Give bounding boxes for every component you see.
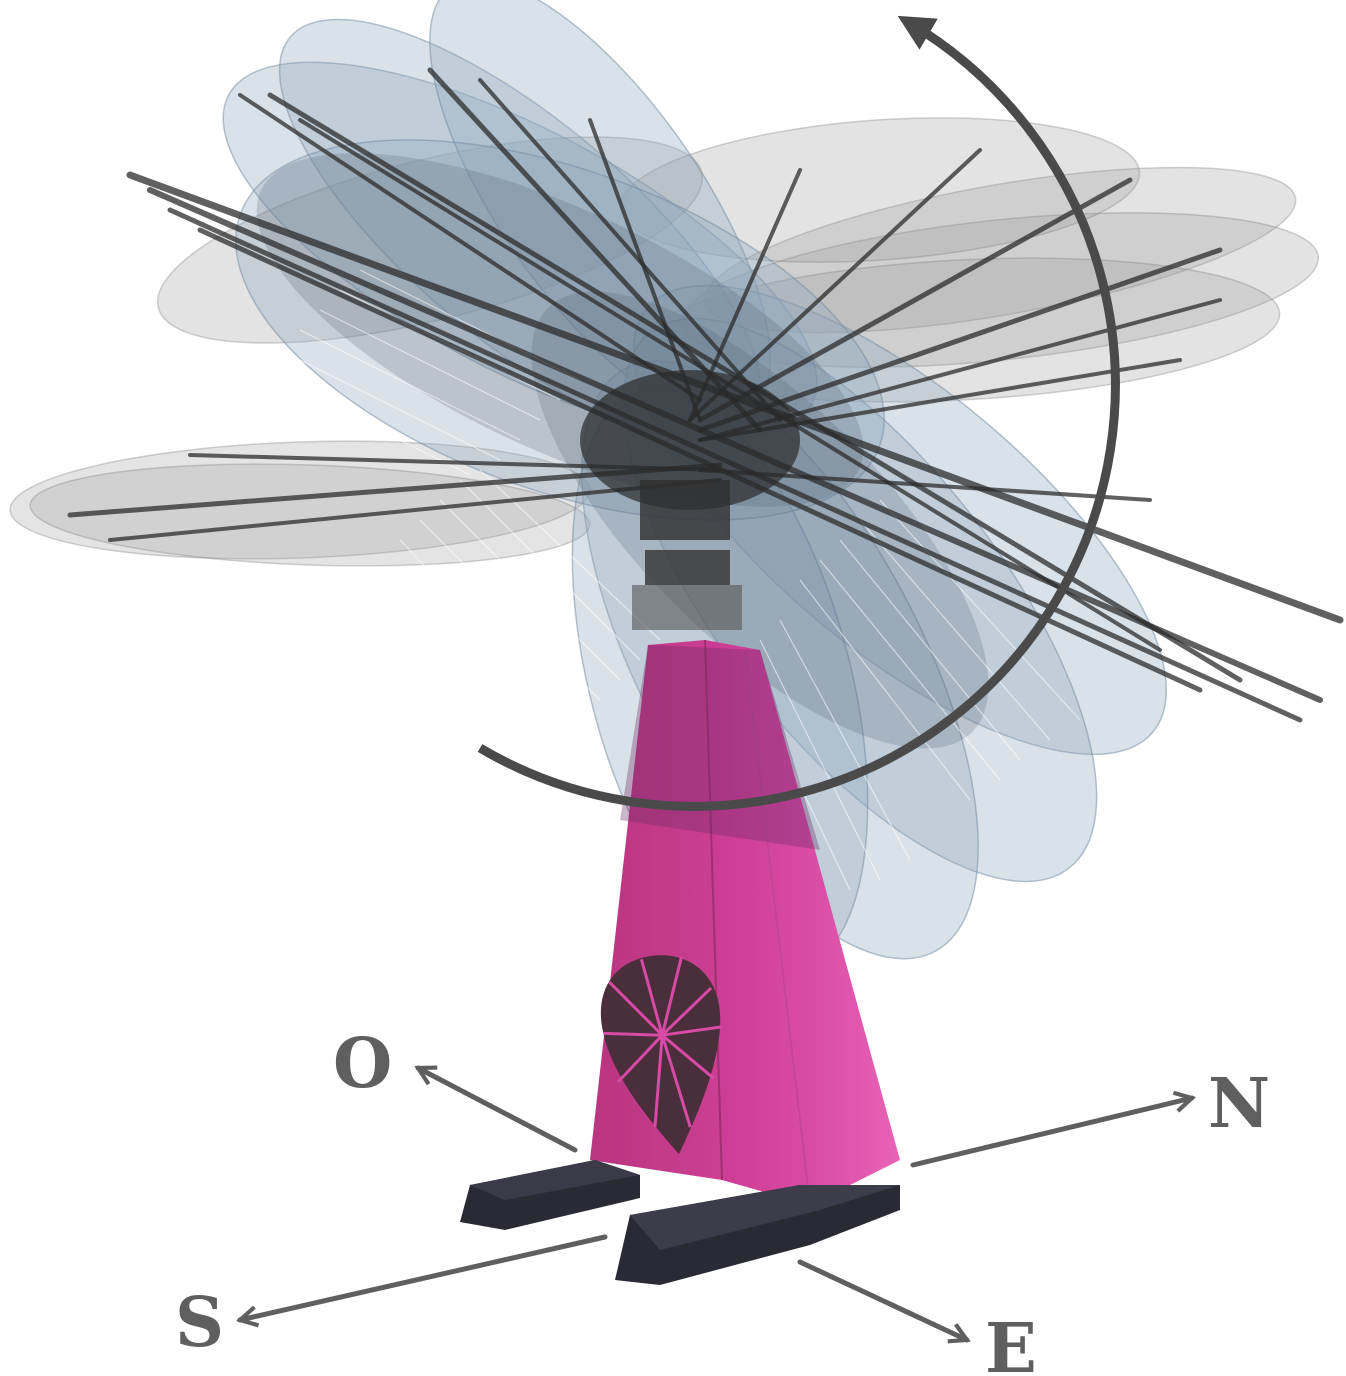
west-arrow [418,1068,575,1150]
west-label: O [333,1024,392,1104]
east-arrow [800,1262,967,1340]
north-label: N [1208,1064,1270,1144]
east-label: E [985,1309,1037,1376]
north-arrow [913,1098,1192,1165]
south-label: S [175,1283,224,1363]
south-arrow [240,1237,605,1320]
